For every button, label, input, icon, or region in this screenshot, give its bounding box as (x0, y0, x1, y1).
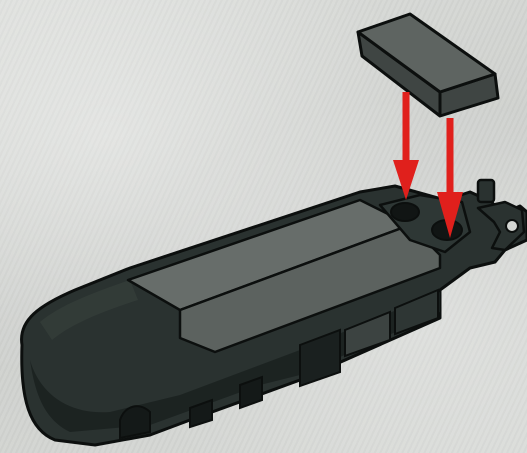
stud-left (391, 203, 419, 221)
tile-2x4 (358, 14, 498, 116)
arrow-left (393, 92, 419, 200)
